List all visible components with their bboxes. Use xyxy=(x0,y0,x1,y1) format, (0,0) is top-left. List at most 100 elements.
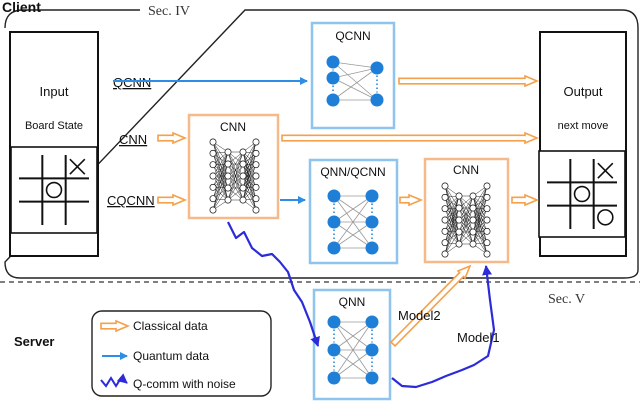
quantum-node xyxy=(327,343,341,357)
network-edge xyxy=(242,151,257,188)
network-edge xyxy=(444,208,460,233)
network-edge xyxy=(458,195,474,221)
classical-node xyxy=(224,172,232,180)
cnn-right-network xyxy=(441,182,491,258)
arrow-cnn-to-output xyxy=(281,131,540,145)
quantum-node xyxy=(370,61,384,75)
arrow-qnn-to-cnn xyxy=(399,193,424,207)
network-edge xyxy=(332,77,378,101)
network-edge xyxy=(458,195,474,233)
cnn-left-block-title: CNN xyxy=(220,120,246,134)
arrow-cnn-right-to-output xyxy=(511,193,540,207)
network-edge xyxy=(458,195,474,245)
quantum-node xyxy=(365,241,379,255)
classical-node xyxy=(455,192,463,200)
classical-node xyxy=(441,250,449,258)
network-edge xyxy=(458,219,474,245)
classical-node xyxy=(455,228,463,236)
classical-node xyxy=(209,183,217,191)
x-mark xyxy=(69,158,86,175)
network-edge xyxy=(242,164,257,201)
output-title: Output xyxy=(563,84,602,99)
network-edge xyxy=(212,164,229,189)
classical-node xyxy=(239,184,247,192)
classical-node xyxy=(483,227,491,235)
classical-node xyxy=(455,204,463,212)
pipeline-label-cqcnn: CQCNN xyxy=(107,193,155,208)
network-edge xyxy=(472,195,488,221)
classical-arrows xyxy=(157,74,540,348)
quantum-node xyxy=(365,215,379,229)
quantum-node xyxy=(365,315,379,329)
classical-node xyxy=(441,227,449,235)
o-mark xyxy=(45,181,63,199)
model1-label: Model1 xyxy=(457,330,500,345)
network-edge xyxy=(444,195,460,232)
classical-node xyxy=(209,195,217,203)
network-edge xyxy=(227,163,244,201)
classical-node xyxy=(209,172,217,180)
legend-classical-arrow xyxy=(100,319,131,333)
qcomm-qnn-to-model1 xyxy=(391,265,496,389)
network-edge xyxy=(333,349,373,379)
network-edge xyxy=(472,185,488,233)
legend-qcomm-arrow xyxy=(100,373,128,388)
network-edge xyxy=(332,67,378,79)
classical-node xyxy=(252,183,260,191)
x-mark xyxy=(597,162,614,179)
classical-node xyxy=(469,204,477,212)
network-edge xyxy=(212,164,229,201)
classical-node xyxy=(252,161,260,169)
classical-node xyxy=(483,182,491,190)
classical-node xyxy=(239,148,247,156)
arrow-qcnn-to-output xyxy=(398,74,540,88)
network-edge xyxy=(212,175,229,211)
network-edge xyxy=(472,207,488,232)
client-region xyxy=(4,9,639,279)
o-mark xyxy=(573,185,591,203)
classical-node xyxy=(483,193,491,201)
input-board xyxy=(10,146,98,234)
quantum-node xyxy=(327,189,341,203)
network-edge xyxy=(212,151,229,188)
network-edge xyxy=(472,185,488,221)
section-iv-label: Sec. IV xyxy=(148,4,190,19)
network-edge xyxy=(472,219,488,245)
network-edge xyxy=(227,175,244,201)
server-label: Server xyxy=(14,334,54,349)
network-edge xyxy=(212,151,229,199)
classical-node xyxy=(224,184,232,192)
classical-node xyxy=(455,240,463,248)
network-edge xyxy=(227,151,244,201)
arrow-cqcnn-input xyxy=(157,193,188,207)
classical-node xyxy=(209,149,217,157)
network-edge xyxy=(444,231,460,255)
classical-node xyxy=(483,239,491,247)
quantum-node xyxy=(326,71,340,85)
network-edge xyxy=(242,141,257,177)
quantum-node xyxy=(365,189,379,203)
network-edge xyxy=(242,163,257,188)
qcomm-cnn-to-qnn xyxy=(227,221,320,347)
network-edge xyxy=(333,321,373,379)
quantum-node xyxy=(326,55,340,69)
o-mark xyxy=(597,209,614,226)
classical-node xyxy=(441,216,449,224)
qnn-qcnn-network xyxy=(327,189,379,255)
legend-quantum-label: Quantum data xyxy=(133,349,209,363)
network-edge xyxy=(212,151,229,177)
quantum-node xyxy=(327,315,341,329)
network-edge xyxy=(472,197,488,245)
arrow-cnn-input xyxy=(157,131,188,145)
classical-node xyxy=(483,216,491,224)
legend-classical-arrow-shape xyxy=(100,319,131,333)
network-edge xyxy=(444,208,460,245)
classical-node xyxy=(469,192,477,200)
network-edge xyxy=(333,195,373,249)
network-edge xyxy=(333,195,373,223)
pipeline-label-cnn: CNN xyxy=(119,132,147,147)
input-subtitle: Board State xyxy=(25,120,83,132)
cnn-left-network xyxy=(209,138,260,214)
classical-node xyxy=(483,250,491,258)
network-edge xyxy=(333,321,373,351)
